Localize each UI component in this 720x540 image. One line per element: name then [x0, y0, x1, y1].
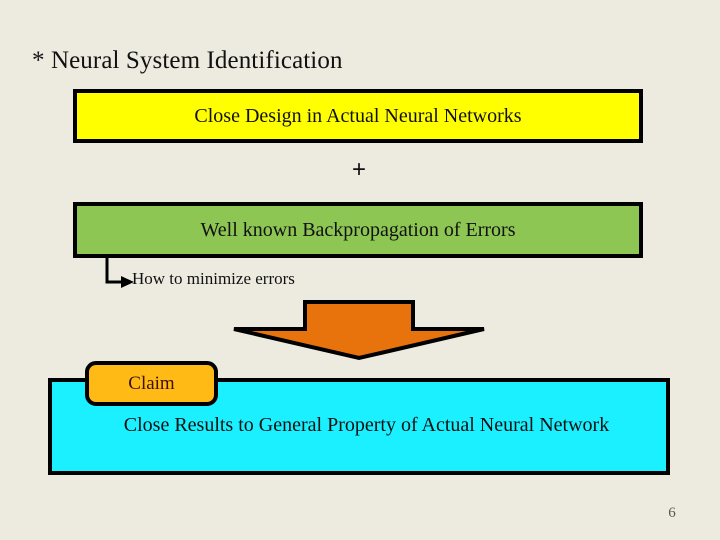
minimize-errors-label: How to minimize errors [132, 269, 295, 288]
elbow-arrow-right-icon [105, 254, 134, 288]
yellow-banner-label: Close Design in Actual Neural Networks [194, 104, 522, 127]
block-arrow-down-icon [233, 300, 485, 361]
claim-callout: Claim [85, 361, 218, 406]
claim-label: Claim [128, 372, 175, 394]
page-title: * Neural System Identification [32, 47, 343, 74]
page-number: 6 [668, 505, 676, 521]
green-banner-box: Well known Backpropagation of Errors [73, 202, 643, 258]
plus-operator: + [351, 156, 366, 183]
cyan-banner-label: Close Results to General Property of Act… [123, 414, 610, 436]
green-banner-label: Well known Backpropagation of Errors [200, 218, 516, 241]
yellow-banner-box: Close Design in Actual Neural Networks [73, 89, 643, 143]
